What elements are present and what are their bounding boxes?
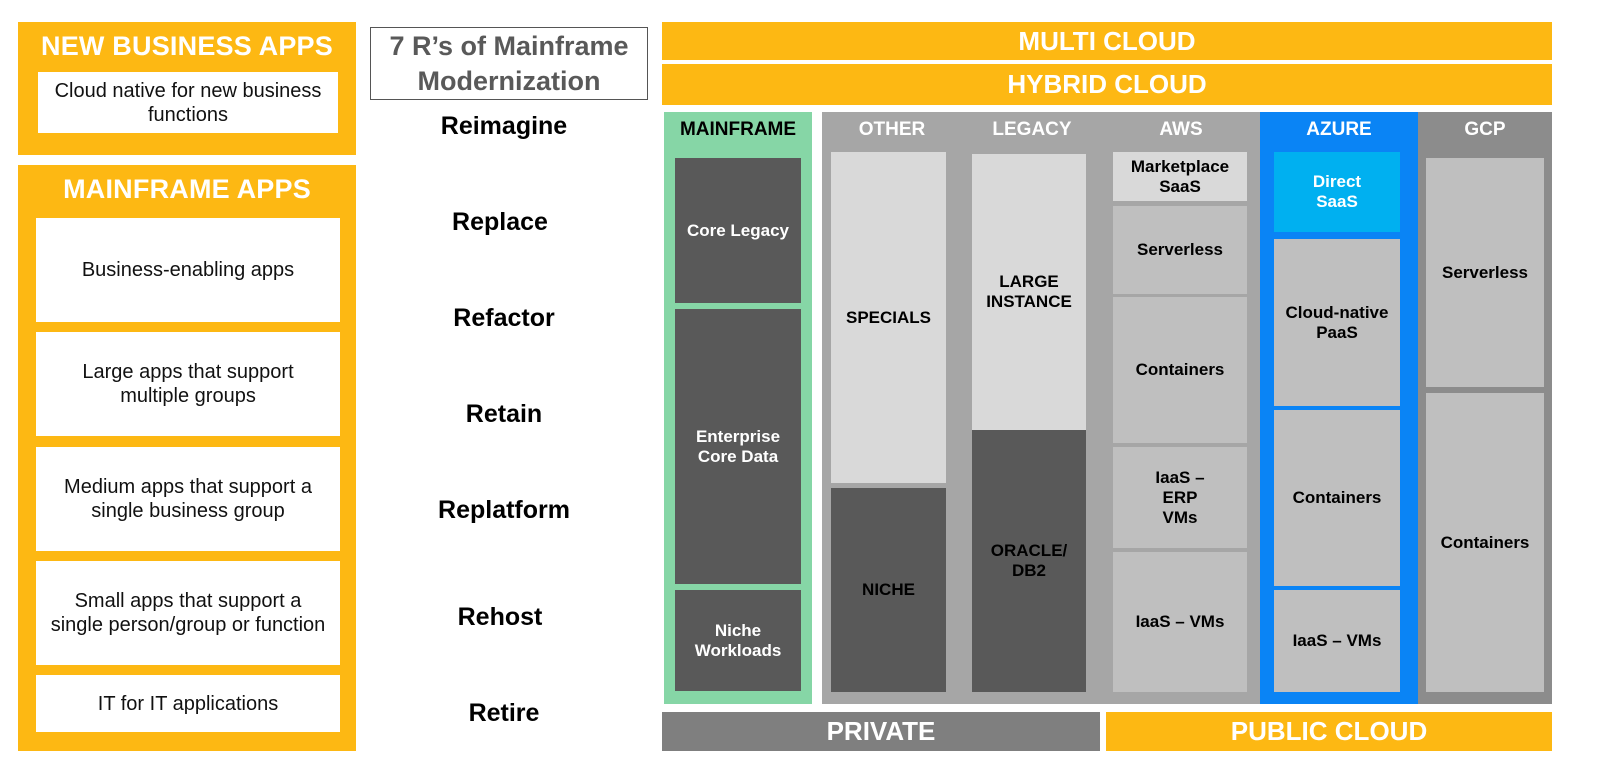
azure-direct-saas-block: Direct SaaS (1274, 152, 1400, 232)
new-business-apps-title: NEW BUSINESS APPS (41, 30, 333, 61)
oracle-db2-block: ORACLE/ DB2 (972, 430, 1086, 692)
gcp-column: GCP Serverless Containers (1418, 112, 1552, 704)
mainframe-column: MAINFRAME Core Legacy Enterprise Core Da… (664, 112, 812, 704)
mainframe-apps-item: Small apps that support a single person/… (36, 561, 340, 665)
core-legacy-block: Core Legacy (675, 158, 801, 303)
seven-rs-title: 7 R’s of Mainframe Modernization (370, 27, 648, 100)
azure-cloud-native-paas-block: Cloud-native PaaS (1274, 239, 1400, 406)
r-label-replace: Replace (452, 207, 548, 236)
new-business-apps-item: Cloud native for new business functions (38, 72, 338, 133)
niche-workloads-block: Niche Workloads (675, 590, 801, 691)
aws-marketplace-saas-block: Marketplace SaaS (1113, 152, 1247, 201)
azure-column: AZURE Direct SaaS Cloud-native PaaS Cont… (1260, 112, 1418, 704)
azure-header: AZURE (1306, 119, 1372, 140)
azure-iaas-vms-block: IaaS – VMs (1274, 590, 1400, 692)
private-footer: PRIVATE (662, 712, 1100, 751)
aws-iaas-vms-block: IaaS – VMs (1113, 552, 1247, 692)
r-label-refactor: Refactor (453, 303, 555, 332)
mainframe-apps-item: Business-enabling apps (36, 218, 340, 322)
aws-serverless-block: Serverless (1113, 206, 1247, 294)
specials-block: SPECIALS (831, 152, 946, 483)
private-backdrop: OTHER LEGACY SPECIALS NICHE LARGE INSTAN… (822, 112, 1102, 704)
gcp-serverless-block: Serverless (1426, 158, 1544, 387)
other-header: OTHER (858, 119, 926, 140)
r-label-rehost: Rehost (457, 602, 543, 631)
enterprise-core-data-block: Enterprise Core Data (675, 309, 801, 584)
gcp-containers-block: Containers (1426, 393, 1544, 692)
aws-containers-block: Containers (1113, 297, 1247, 443)
mainframe-header: MAINFRAME (679, 119, 797, 140)
mainframe-apps-item: Large apps that support multiple groups (36, 332, 340, 436)
mainframe-apps-item: IT for IT applications (36, 675, 340, 732)
public-cloud-footer: PUBLIC CLOUD (1106, 712, 1552, 751)
aws-iaas-erp-vms-block: IaaS – ERP VMs (1113, 447, 1247, 548)
mainframe-apps-item: Medium apps that support a single busine… (36, 447, 340, 551)
mainframe-apps-title: MAINFRAME APPS (63, 173, 311, 204)
r-label-retain: Retain (465, 399, 543, 428)
r-label-replatform: Replatform (438, 495, 570, 524)
r-label-retire: Retire (468, 698, 540, 727)
mainframe-apps-panel: MAINFRAME APPS Business-enabling apps La… (18, 165, 356, 751)
hybrid-cloud-banner: HYBRID CLOUD (662, 64, 1552, 105)
niche-block: NICHE (831, 488, 946, 692)
aws-header: AWS (1159, 119, 1203, 140)
new-business-apps-panel: NEW BUSINESS APPS Cloud native for new b… (18, 22, 356, 155)
multi-cloud-banner: MULTI CLOUD (662, 22, 1552, 60)
legacy-header: LEGACY (992, 119, 1072, 140)
azure-containers-block: Containers (1274, 410, 1400, 586)
large-instance-block: LARGE INSTANCE (972, 154, 1086, 430)
r-label-reimagine: Reimagine (440, 111, 568, 140)
gcp-header: GCP (1464, 119, 1506, 140)
aws-column: AWS Marketplace SaaS Serverless Containe… (1102, 112, 1260, 704)
